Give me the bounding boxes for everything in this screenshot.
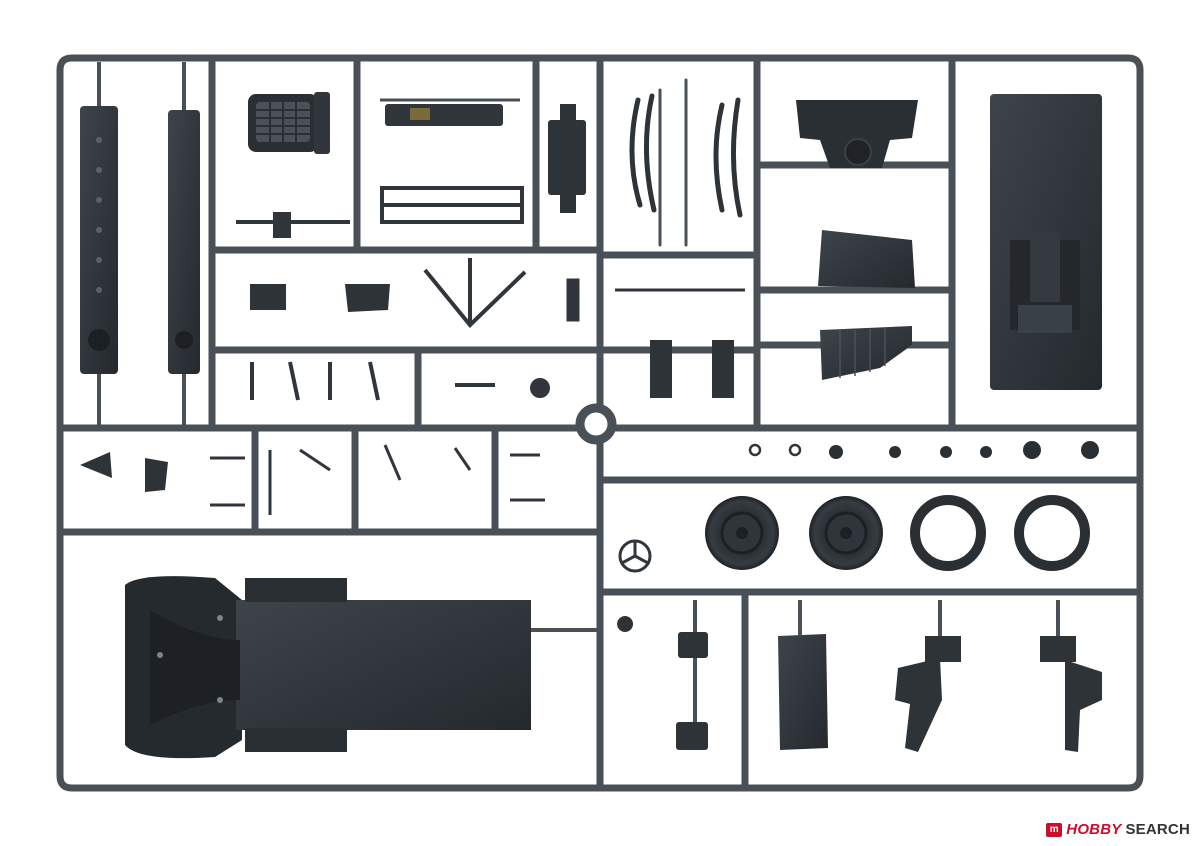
chassis-rail-left [80,106,118,374]
tire-ring-1 [910,495,986,571]
watermark: m HOBBY SEARCH [1046,821,1190,838]
leaf-springs [629,78,743,247]
small-levers-row2 [210,444,545,515]
dashboard-part [796,100,918,168]
chassis-rail-right [168,110,200,374]
watermark-brand: HOBBY [1066,821,1122,838]
seat-frames [650,340,734,398]
wheels [705,495,1090,571]
lever-parts [250,361,550,401]
headlight-parts [80,452,168,492]
ladder-part [380,186,524,224]
chassis-rails [80,62,200,428]
mudguard-parts [818,230,915,380]
steering-wheel [618,539,652,573]
bottom-right-runners [693,600,1060,722]
tire-ring-2 [1014,495,1090,571]
hobby-search-logo-icon: m [1046,822,1063,837]
transmission-part [548,104,586,213]
tie-rod [566,278,745,322]
radiator-grille [248,92,330,154]
wheel-1 [705,496,779,570]
wheel-2 [809,496,883,570]
v-bracket [423,258,527,328]
cargo-bed-floor [990,94,1102,390]
knob-parts [748,441,1099,459]
seat-parts [250,284,390,312]
front-bumper [380,98,520,126]
small-bracket-parts [236,212,350,238]
outer-runner [56,54,1144,792]
watermark-search: SEARCH [1125,821,1190,838]
runner-hub [575,403,617,445]
bottom-right-parts [676,632,1102,752]
hull-chassis [125,576,634,759]
